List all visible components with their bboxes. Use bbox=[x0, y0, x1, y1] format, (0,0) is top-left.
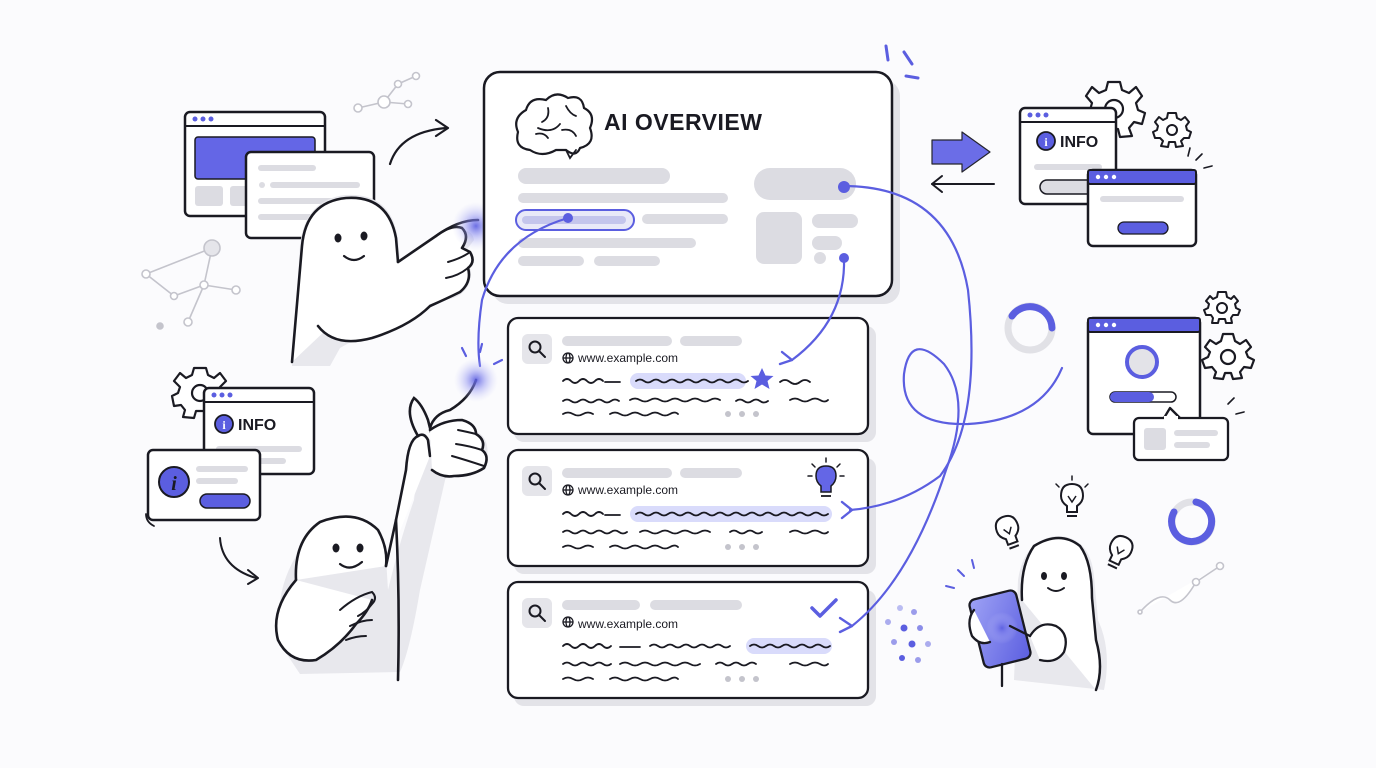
left-browser-illustration bbox=[183, 110, 376, 240]
checkmark-icon bbox=[810, 598, 838, 618]
network-graph-icon bbox=[141, 239, 241, 330]
lightbulb-icon bbox=[807, 457, 845, 497]
sparkle-icon bbox=[1187, 147, 1213, 169]
info-icon bbox=[214, 414, 234, 434]
result-url[interactable]: www.example.com bbox=[577, 351, 678, 365]
connector-arrowheads bbox=[778, 350, 854, 634]
touch-glow-icon bbox=[986, 612, 1018, 644]
sparkle-icon bbox=[884, 44, 920, 80]
avatar bbox=[1125, 345, 1159, 379]
lightbulb-icon bbox=[1107, 534, 1134, 570]
result-url[interactable]: www.example.com bbox=[577, 483, 678, 497]
loading-ring-icon bbox=[1004, 302, 1056, 354]
dot-cluster-icon bbox=[885, 605, 931, 663]
search-result-card[interactable]: www.example.com bbox=[506, 448, 870, 568]
info-icon bbox=[1036, 131, 1056, 151]
globe-icon bbox=[562, 616, 574, 628]
svg-text:i: i bbox=[171, 473, 177, 495]
search-icon bbox=[528, 604, 546, 622]
curved-arrow-icon bbox=[219, 537, 257, 579]
result-url[interactable]: www.example.com bbox=[577, 617, 678, 631]
popup-window-right bbox=[1086, 168, 1198, 248]
back-arrow-icon bbox=[931, 175, 995, 193]
search-result-card[interactable]: www.example.com bbox=[506, 580, 870, 700]
touch-glow-icon bbox=[454, 358, 498, 402]
sparkle-icon bbox=[1227, 397, 1245, 415]
lightbulb-icon bbox=[1055, 475, 1089, 517]
info-label: INFO bbox=[238, 417, 276, 434]
gear-icon bbox=[1203, 291, 1241, 324]
svg-text:i: i bbox=[222, 418, 226, 432]
globe-icon bbox=[562, 484, 574, 496]
search-icon bbox=[528, 472, 546, 490]
network-graph-icon bbox=[353, 71, 421, 113]
arrowhead-icon bbox=[434, 118, 450, 138]
sparkle-icon bbox=[945, 559, 975, 589]
svg-text:i: i bbox=[1044, 135, 1048, 149]
info-icon bbox=[158, 466, 190, 498]
info-label: INFO bbox=[1060, 134, 1098, 151]
profile-window bbox=[1086, 316, 1202, 436]
network-graph-icon bbox=[1137, 561, 1225, 615]
gear-icon bbox=[1200, 332, 1256, 381]
search-icon bbox=[528, 340, 546, 358]
ai-overview-panel: AI OVERVIEW bbox=[482, 70, 894, 298]
star-icon bbox=[750, 368, 774, 389]
sparkle-icon bbox=[460, 342, 504, 366]
gear-icon bbox=[1152, 112, 1192, 148]
brain-icon bbox=[515, 93, 594, 160]
chat-bubble bbox=[1132, 406, 1230, 462]
connector-lines bbox=[477, 184, 1064, 628]
curved-arrow-icon bbox=[388, 126, 448, 166]
arrowhead-icon bbox=[247, 569, 259, 585]
ai-overview-title: AI OVERVIEW bbox=[604, 109, 762, 135]
info-card-front: i bbox=[145, 448, 262, 527]
search-result-card[interactable]: www.example.com bbox=[506, 316, 870, 436]
pointing-character-bottom bbox=[274, 378, 488, 682]
lightbulb-icon bbox=[994, 514, 1020, 550]
globe-icon bbox=[562, 352, 574, 364]
pointing-character-top bbox=[290, 194, 480, 366]
tablet-character bbox=[968, 536, 1107, 692]
forward-arrow-icon bbox=[931, 131, 991, 173]
loading-ring-icon bbox=[1168, 498, 1216, 546]
